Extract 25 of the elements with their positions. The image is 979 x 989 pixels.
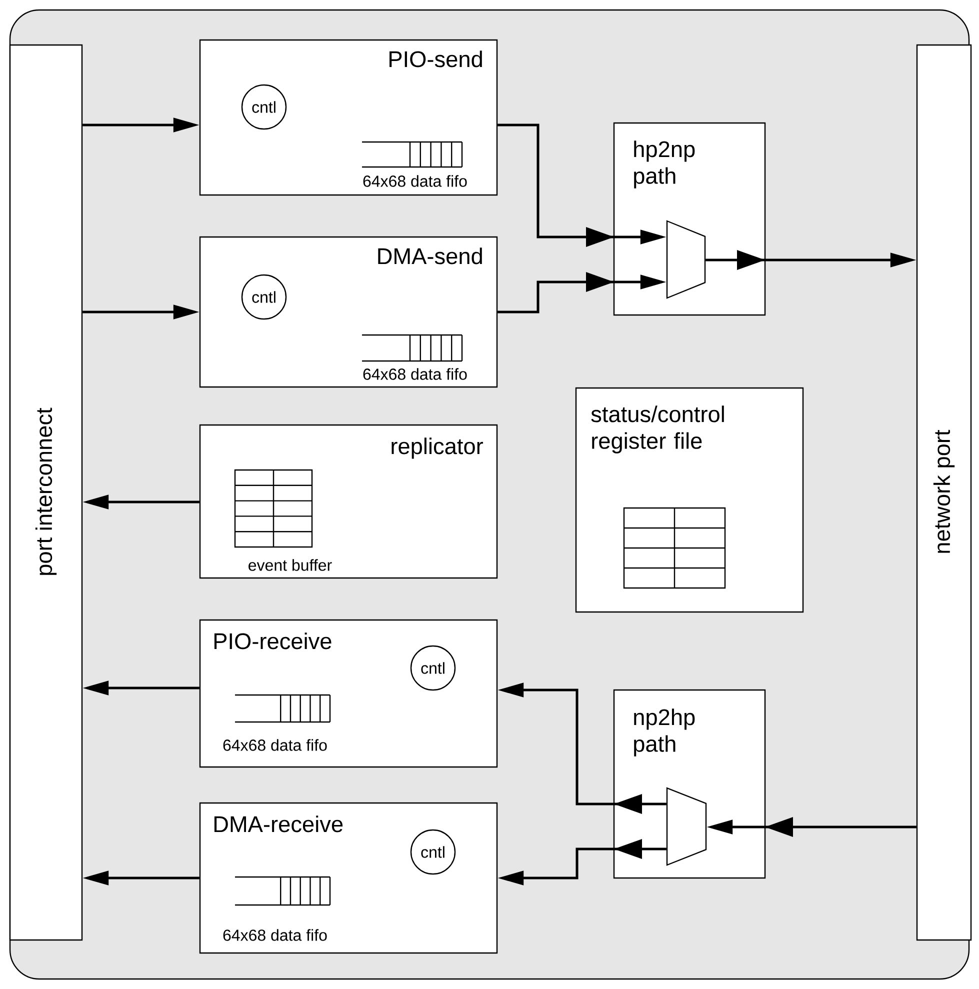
box-title: np2hp path: [634, 708, 695, 756]
block-box: [199, 39, 498, 196]
box-title: PIO-receive: [214, 632, 332, 650]
box-title: PIO-send: [390, 50, 482, 68]
fifo-label: 64x68 data fifo: [223, 929, 327, 941]
fifo-label: 64x68 data fifo: [363, 368, 467, 380]
multiplexer-symbol: [666, 220, 706, 299]
box-title: DMA-receive: [214, 816, 343, 832]
box-title: hp2np path: [634, 140, 695, 188]
port-label: port interconnect: [35, 408, 57, 575]
buffer-label: event buffer: [248, 559, 332, 571]
block-box: [199, 236, 498, 388]
fifo-label: 64x68 data fifo: [363, 175, 467, 187]
box-title: replicator: [392, 438, 483, 459]
box-title: DMA-send: [378, 248, 482, 264]
block-box: [199, 424, 498, 579]
port-box: [9, 44, 83, 941]
port-label: network port: [933, 430, 955, 553]
port-box: [916, 44, 972, 941]
fifo-label: 64x68 data fifo: [223, 739, 327, 751]
multiplexer-symbol: [666, 787, 707, 866]
box-title: status/control register file: [591, 406, 724, 454]
block-box: [575, 387, 804, 613]
block-box: [199, 802, 498, 954]
block-box: [199, 619, 498, 768]
